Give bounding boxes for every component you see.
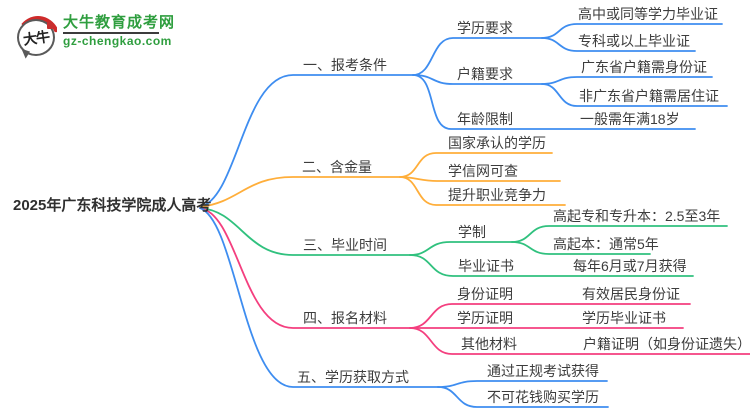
branch-3-leaf-2-1-label: 每年6月或7月获得	[573, 258, 687, 274]
branch-1-sub-1-label: 学历要求	[457, 20, 513, 36]
branch-2-leaf-2-label: 学信网可查	[448, 163, 518, 179]
logo-icon-text: 大牛	[22, 29, 51, 49]
branch-1-sub-3-label: 年龄限制	[457, 111, 513, 127]
branch-4-leaf-3-1-label: 户籍证明（如身份证遗失）	[583, 336, 750, 352]
branch-4-leaf-1-1-label: 有效居民身份证	[582, 286, 680, 302]
branch-2-leaf-3-label: 提升职业竞争力	[448, 187, 546, 203]
branch-1-label: 一、报考条件	[303, 57, 387, 73]
root-node-title: 2025年广东科技学院成人高考	[13, 197, 212, 214]
logo-red-seal	[47, 22, 53, 29]
branch-2-label: 二、含金量	[302, 159, 372, 175]
site-logo: 大牛 大牛教育成考网 gz-chengkao.com	[14, 14, 175, 60]
logo-bubble-tail	[18, 48, 31, 60]
branch-1-leaf-2-1-label: 广东省户籍需身份证	[581, 59, 707, 75]
branch-3-sub-1-label: 学制	[458, 224, 486, 240]
branch-5-connectors	[199, 207, 609, 408]
site-url: gz-chengkao.com	[63, 34, 172, 48]
branch-1-leaf-1-2-label: 专科或以上毕业证	[578, 33, 690, 49]
branch-3-sub-2-label: 毕业证书	[458, 258, 514, 274]
branch-1-sub-2-label: 户籍要求	[457, 66, 513, 82]
branch-3-leaf-1-2-label: 高起本：通常5年	[553, 236, 659, 252]
branch-1-leaf-1-1-label: 高中或同等学力毕业证	[578, 6, 718, 22]
branch-5-leaf-1-label: 通过正规考试获得	[487, 363, 599, 379]
logo-divider	[63, 32, 159, 34]
branch-1-leaf-3-1-label: 一般需年满18岁	[580, 111, 680, 127]
logo-text-block: 大牛教育成考网 gz-chengkao.com	[63, 14, 175, 48]
branch-4-sub-2-label: 学历证明	[457, 310, 513, 326]
branch-5-leaf-2-label: 不可花钱购买学历	[487, 389, 599, 405]
branch-3-leaf-1-1-label: 高起专和专升本：2.5至3年	[553, 208, 721, 224]
branch-1-connectors	[199, 23, 728, 208]
branch-1-leaf-2-2-label: 非广东省户籍需居住证	[579, 88, 719, 104]
branch-2-connectors	[199, 152, 566, 208]
branch-4-connectors	[199, 207, 750, 355]
branch-4-sub-3-label: 其他材料	[461, 336, 517, 352]
branch-4-leaf-2-1-label: 学历毕业证书	[582, 310, 666, 326]
logo-red-arc	[15, 16, 61, 45]
branch-3-connectors	[199, 207, 728, 277]
branch-3-label: 三、毕业时间	[303, 237, 387, 253]
branch-4-sub-1-label: 身份证明	[457, 286, 513, 302]
branch-2-leaf-1-label: 国家承认的学历	[448, 135, 546, 151]
branch-5-label: 五、学历获取方式	[297, 369, 409, 385]
site-name: 大牛教育成考网	[63, 14, 176, 31]
daniu-logo-icon: 大牛	[14, 14, 61, 60]
branch-4-label: 四、报名材料	[303, 310, 387, 326]
